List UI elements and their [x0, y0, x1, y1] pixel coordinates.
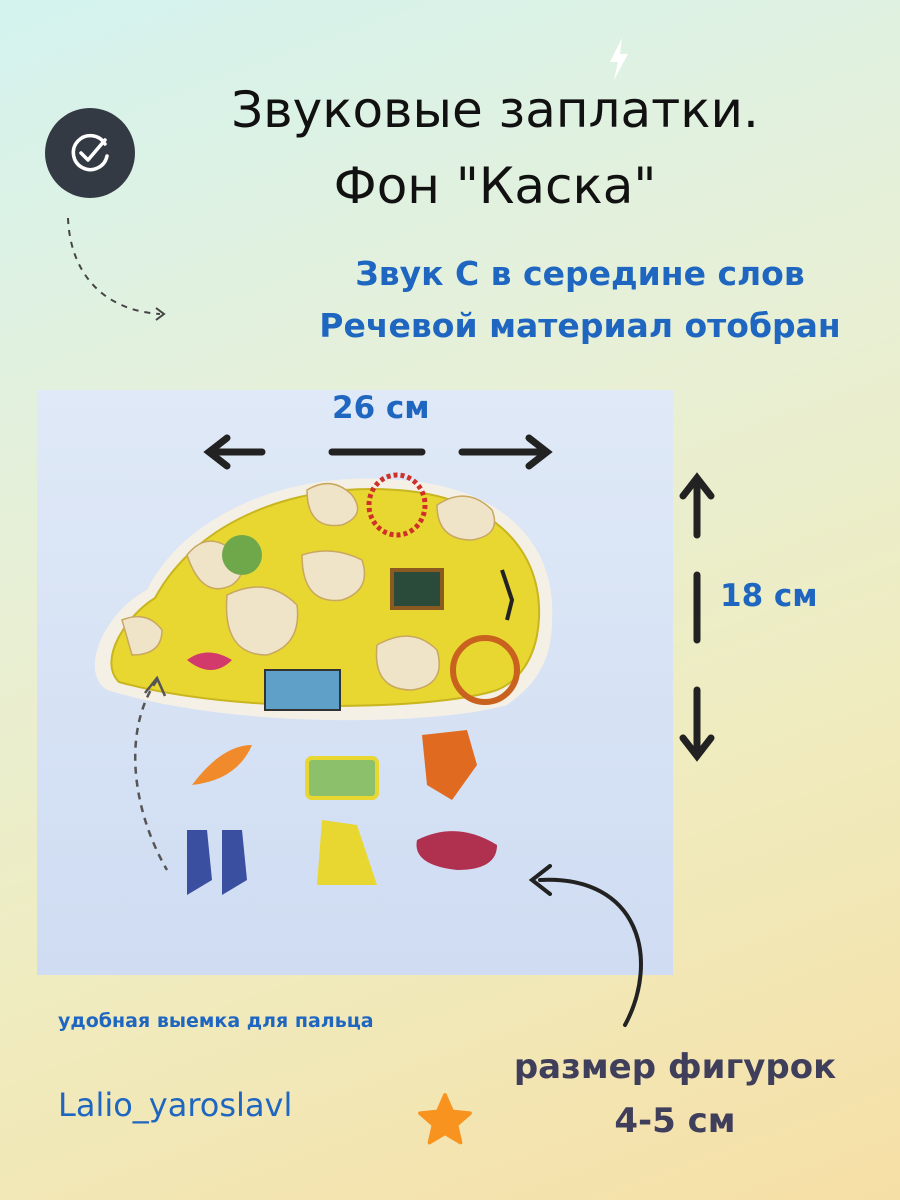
- product-photo: 26 см: [37, 390, 673, 975]
- title-line-1: Звуковые заплатки.: [231, 81, 759, 139]
- subtitle: Звук С в середине слов Речевой материал …: [260, 248, 900, 352]
- check-circle-icon: [71, 133, 109, 172]
- brand-handle: Lalio_yaroslavl: [58, 1086, 293, 1124]
- piece-size-note: размер фигурок 4-5 см: [480, 1040, 870, 1148]
- subtitle-line-2: Речевой материал отобран: [319, 306, 841, 345]
- piece-size-line-2: 4-5 см: [614, 1101, 736, 1141]
- puzzle-illustration: [94, 434, 553, 895]
- star-icon: [418, 1093, 472, 1145]
- finger-notch-note: удобная выемка для пальца: [58, 1010, 374, 1032]
- check-badge: [45, 108, 135, 198]
- height-arrow-icon: [679, 472, 715, 762]
- lightning-icon: [606, 38, 632, 84]
- title-line-2: Фон "Каска": [333, 157, 657, 215]
- piece-size-line-1: размер фигурок: [513, 1047, 837, 1087]
- subtitle-line-1: Звук С в середине слов: [355, 254, 805, 293]
- width-label: 26 см: [332, 390, 430, 426]
- dashed-arrow-icon: [67, 217, 166, 321]
- height-label: 18 см: [720, 578, 818, 614]
- curved-arrow-icon: [528, 864, 643, 1027]
- page-title: Звуковые заплатки. Фон "Каска": [150, 72, 840, 224]
